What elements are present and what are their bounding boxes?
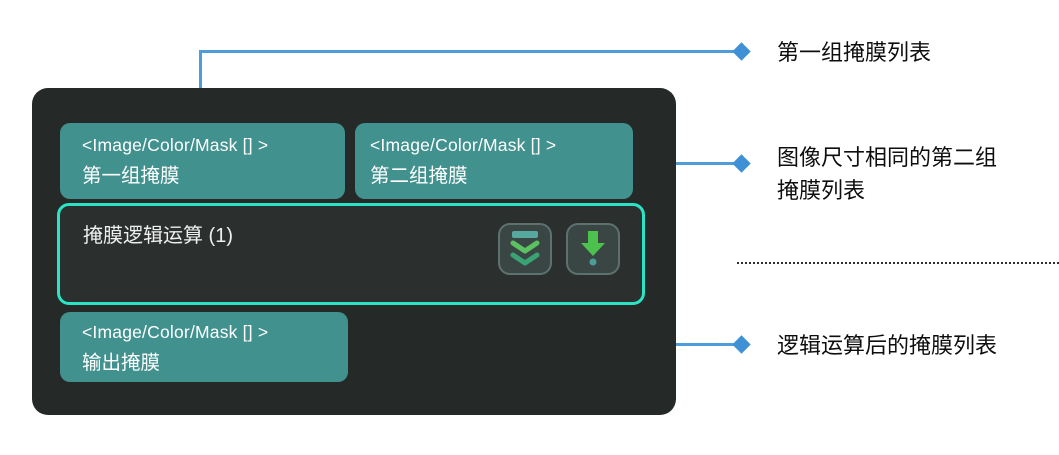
dotted-separator	[737, 262, 1059, 264]
port-type: <Image/Color/Mask [] >	[82, 135, 269, 155]
mask-logic-operation-node[interactable]: <Image/Color/Mask [] > 第一组掩膜 <Image/Colo…	[32, 88, 676, 415]
input-port-second-mask-group[interactable]: <Image/Color/Mask [] > 第二组掩膜	[355, 123, 633, 199]
annotation-output-mask-list: 逻辑运算后的掩膜列表	[777, 333, 998, 358]
annotation-second-mask-list: 图像尺寸相同的第二组 掩膜列表	[777, 145, 998, 203]
expand-parameters-button[interactable]	[498, 223, 552, 275]
callout-line-first-mask-horizontal	[199, 50, 740, 53]
port-label: 第二组掩膜	[370, 165, 468, 187]
node-title: 掩膜逻辑运算 (1)	[83, 225, 233, 247]
run-to-node-button[interactable]	[566, 223, 620, 275]
callout-line-first-mask-vertical	[199, 51, 202, 124]
output-port-mask[interactable]: <Image/Color/Mask [] > 输出掩膜	[60, 312, 348, 382]
port-label: 第一组掩膜	[82, 165, 180, 187]
callout-line-second-mask	[630, 162, 740, 165]
input-port-first-mask-group[interactable]: <Image/Color/Mask [] > 第一组掩膜	[60, 123, 345, 199]
diamond-marker	[732, 335, 751, 354]
node-body[interactable]: 掩膜逻辑运算 (1)	[57, 203, 645, 305]
diamond-marker	[732, 42, 751, 61]
port-label: 输出掩膜	[82, 352, 161, 374]
port-type: <Image/Color/Mask [] >	[370, 135, 557, 155]
annotation-first-mask-list: 第一组掩膜列表	[777, 40, 932, 65]
diamond-marker	[732, 154, 751, 173]
down-arrow-with-dot-icon	[575, 228, 611, 271]
double-chevron-down-icon	[507, 228, 543, 271]
port-type: <Image/Color/Mask [] >	[82, 322, 269, 342]
